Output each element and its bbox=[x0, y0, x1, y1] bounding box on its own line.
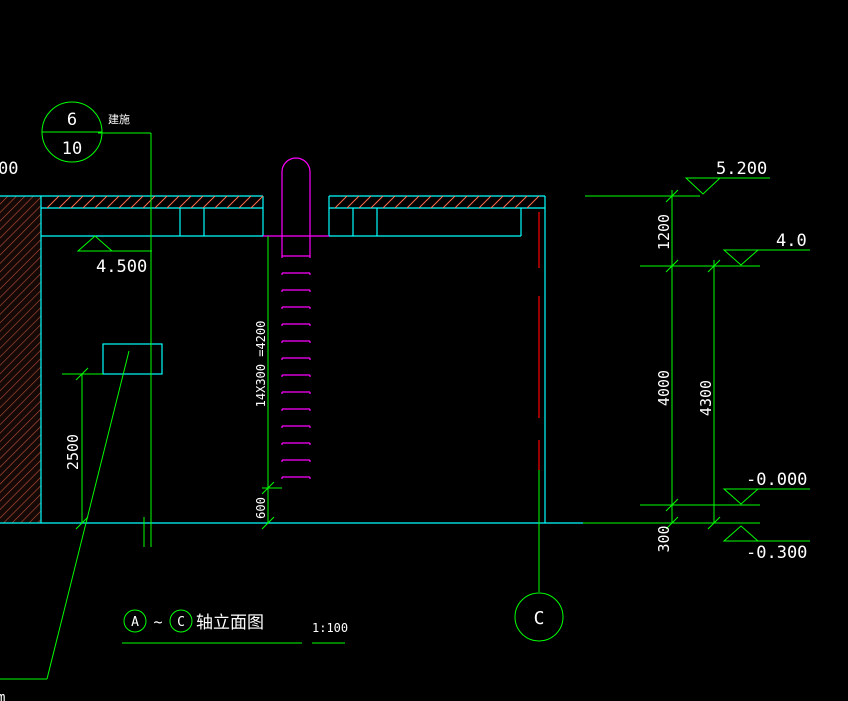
level-upper: 4.0 bbox=[776, 231, 807, 251]
title-tilde: ~ bbox=[153, 613, 162, 631]
left-partial-text: 00 bbox=[0, 159, 18, 179]
bottom-partial-text: m bbox=[0, 690, 5, 701]
dim-ladder: 14X300 =4200 bbox=[254, 321, 268, 408]
ladder bbox=[263, 157, 329, 256]
left-wall-hatch-band bbox=[0, 196, 41, 523]
dim-1200: 1200 bbox=[655, 214, 673, 250]
slab-hatch bbox=[46, 195, 540, 209]
dim-4300: 4300 bbox=[697, 380, 715, 416]
detail-marker-bottom: 10 bbox=[62, 139, 82, 159]
level-roof: 5.200 bbox=[716, 159, 767, 179]
dim-600: 600 bbox=[254, 497, 268, 519]
dim-2500: 2500 bbox=[64, 434, 82, 470]
title-axis-c: C bbox=[177, 615, 185, 630]
level-slab: 4.500 bbox=[96, 257, 147, 277]
structure bbox=[0, 195, 583, 524]
left-wall-hatch bbox=[0, 196, 41, 523]
dim-4000: 4000 bbox=[655, 370, 673, 406]
axis-c-label: C bbox=[534, 608, 545, 629]
level-outdoor: -0.300 bbox=[746, 543, 807, 563]
detail-marker-top: 6 bbox=[67, 110, 77, 130]
detail-marker-note: 建施 bbox=[108, 112, 130, 126]
title-text: 轴立面图 bbox=[196, 613, 264, 633]
title-scale: 1:100 bbox=[312, 621, 348, 635]
ladder-rungs bbox=[281, 255, 311, 489]
level-ground: -0.000 bbox=[746, 470, 807, 490]
dim-300: 300 bbox=[655, 525, 673, 552]
dimension-lines bbox=[0, 101, 810, 680]
title-axis-a: A bbox=[131, 615, 139, 630]
axis-c-circle bbox=[514, 592, 564, 642]
